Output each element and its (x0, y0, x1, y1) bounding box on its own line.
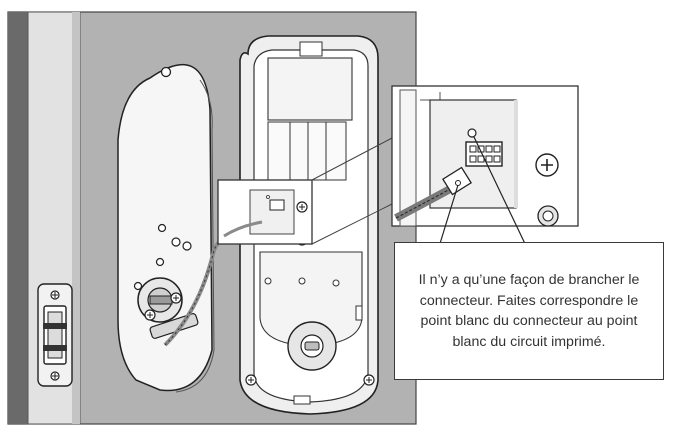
cable-small (223, 220, 263, 238)
callout-text: Il n’y a qu’une façon de brancher le con… (418, 272, 640, 350)
zoom-leader-top (311, 137, 393, 181)
bolt-latch-plate (37, 283, 73, 387)
white-dot-icon (266, 195, 270, 199)
connector-detail-zoom (391, 85, 579, 227)
white-dot-icon (467, 128, 477, 138)
zoom-leader-bottom (311, 203, 393, 245)
pointer-to-board-dot (473, 136, 529, 251)
door-edge-dark (8, 12, 28, 424)
connector-icon (269, 199, 285, 211)
white-dot-icon (455, 180, 461, 186)
pointer-to-plug-dot (437, 184, 459, 251)
callout-box: Il n’y a qu’une façon de brancher le con… (394, 242, 664, 380)
door-edge-shade (72, 12, 80, 424)
